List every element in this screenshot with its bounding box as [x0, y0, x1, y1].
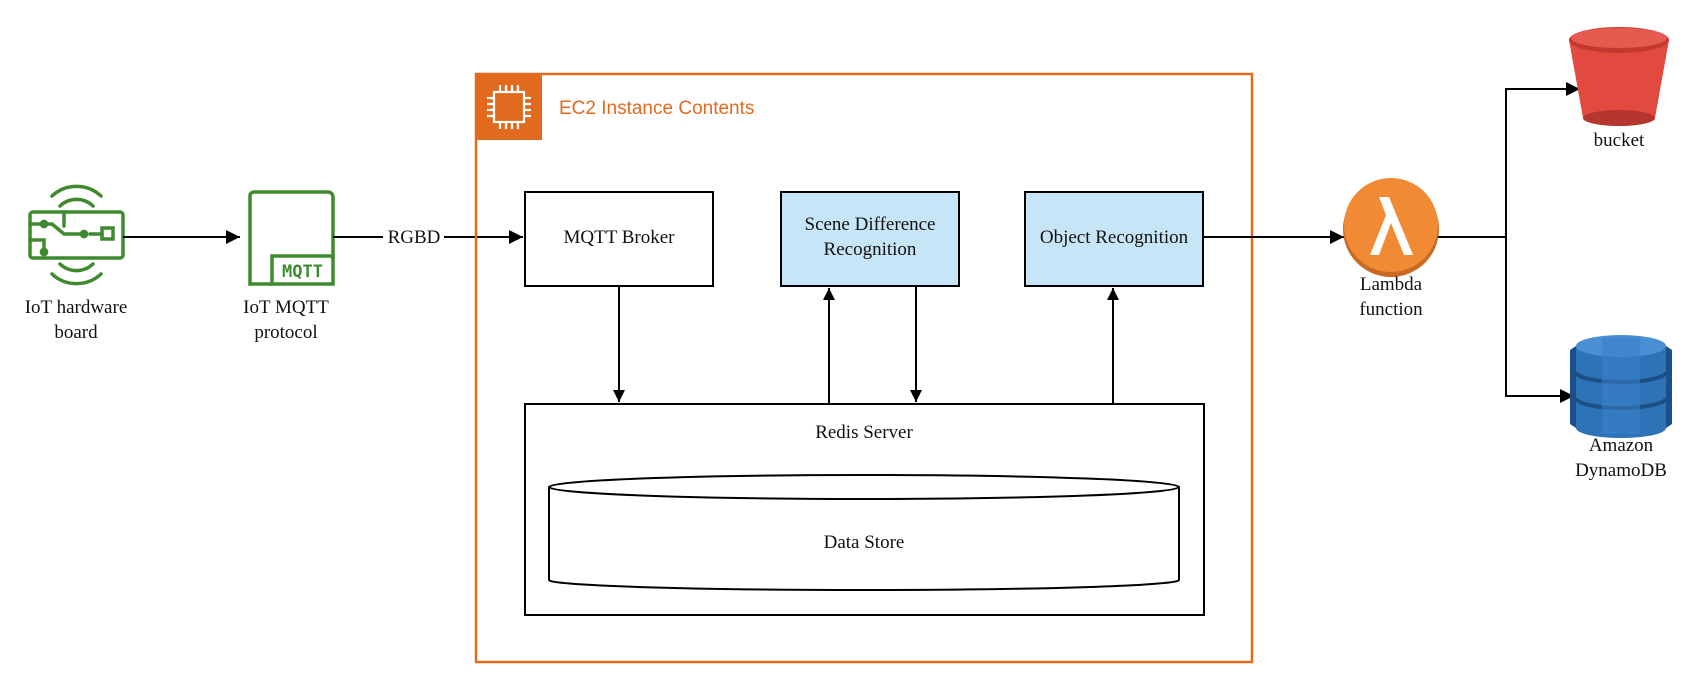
iot-mqtt-label-line1: IoT MQTT [243, 297, 329, 318]
s3-bucket-icon [1569, 27, 1669, 126]
object-recognition-label: Object Recognition [1040, 227, 1189, 248]
scene-difference-box [780, 191, 960, 287]
ec2-title: EC2 Instance Contents [559, 98, 754, 119]
arrow-lambda-to-dynamodb [1505, 237, 1574, 403]
iot-mqtt-label-line2: protocol [254, 322, 317, 343]
bucket-label: bucket [1594, 130, 1645, 151]
dynamodb-node: Amazon DynamoDB [1570, 335, 1672, 481]
ec2-instance-group: EC2 Instance Contents MQTT Broker Scene … [474, 72, 1254, 664]
iot-hardware-label-line2: board [54, 322, 98, 343]
data-store-cylinder [548, 474, 1180, 591]
iot-hardware-board-node: IoT hardware board [25, 184, 128, 343]
arrow-lambda-to-bucket [1438, 82, 1580, 238]
rgbd-label: RGBD [388, 227, 441, 248]
ec2-border [474, 72, 1254, 664]
bucket-node: bucket [1569, 27, 1669, 151]
iot-hardware-label-line1: IoT hardware [25, 297, 128, 318]
mqtt-broker-box [524, 191, 714, 287]
mqtt-icon: MQTT [248, 190, 335, 286]
scene-difference-label-line2: Recognition [824, 239, 917, 260]
chip-icon [487, 85, 531, 129]
dynamodb-label-line2: DynamoDB [1575, 460, 1667, 481]
data-store-label: Data Store [824, 532, 905, 553]
dynamodb-icon [1570, 335, 1672, 438]
mqtt-broker-label: MQTT Broker [564, 227, 676, 248]
ec2-icon-background [476, 74, 542, 140]
iot-mqtt-protocol-node: MQTT IoT MQTT protocol [243, 190, 335, 343]
lambda-node: Lambda function [1343, 178, 1439, 320]
lambda-label-line2: function [1359, 299, 1423, 320]
object-recognition-box [1024, 191, 1204, 287]
dynamodb-label-line1: Amazon [1589, 435, 1654, 456]
scene-difference-label-line1: Scene Difference [805, 214, 936, 235]
lambda-icon [1344, 178, 1438, 272]
mqtt-icon-text: MQTT [282, 262, 323, 282]
circuit-board-icon [28, 184, 125, 286]
redis-server-label: Redis Server [815, 422, 913, 443]
lambda-glyph [1370, 197, 1413, 255]
lambda-label-line1: Lambda [1360, 274, 1423, 295]
